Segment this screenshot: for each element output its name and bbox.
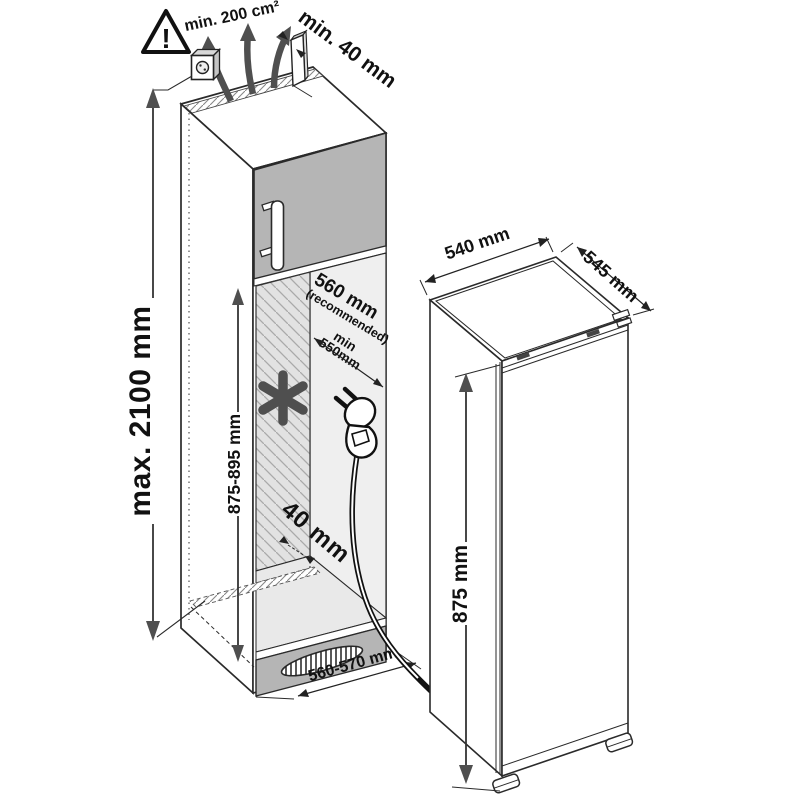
appliance-lid-edge (434, 260, 622, 359)
hinge-block (611, 308, 631, 322)
plinth-vent-grille (280, 645, 364, 677)
appliance-foot (605, 732, 634, 753)
socket-leader-line (153, 75, 193, 91)
top-annotations: ! min. 200 cm² mi (141, 0, 401, 103)
power-cable (349, 452, 434, 694)
label-max-height: max. 2100 mm (124, 305, 157, 516)
warning-triangle-icon (141, 9, 191, 54)
dimension-appliance-height: 875 mm (449, 364, 501, 792)
appliance-foot (492, 773, 521, 794)
label-appliance-width: 540 mm (442, 223, 512, 264)
hidden-floor-strip (189, 566, 321, 608)
asterisk-marker-icon (258, 370, 308, 426)
label-appliance-height: 875 mm (449, 545, 472, 623)
cabinet-side-panel (180, 102, 254, 695)
tall-cabinet: 40 mm (179, 66, 388, 697)
label-niche-height: 875-895 mm (224, 414, 244, 514)
door-handle (259, 200, 285, 271)
door-top-seam (501, 329, 629, 374)
kick-seam (501, 722, 629, 767)
hinge-cover-icon (516, 352, 530, 361)
gap-arrow-icon (279, 536, 289, 544)
rear-wall-spacer (289, 29, 313, 98)
label-ventilation-area: min. 200 cm² (183, 0, 281, 35)
dimension-niche-height: 875-895 mm (224, 288, 244, 662)
gap-arrow-icon (305, 556, 315, 564)
appliance (428, 256, 634, 794)
gap-arrow-icon (278, 31, 288, 40)
warning-exclamation: ! (161, 23, 170, 54)
hinge-cover-icon (586, 329, 600, 338)
power-plug-icon (333, 386, 378, 459)
hinge-block (615, 317, 633, 328)
appliance-door-face (501, 316, 629, 778)
gap-arrow-icon (296, 49, 306, 58)
power-socket-icon (189, 47, 222, 82)
dimension-max-height: max. 2100 mm (124, 88, 206, 641)
hidden-bottom-edge (190, 606, 255, 668)
door-top-seam (501, 324, 629, 369)
